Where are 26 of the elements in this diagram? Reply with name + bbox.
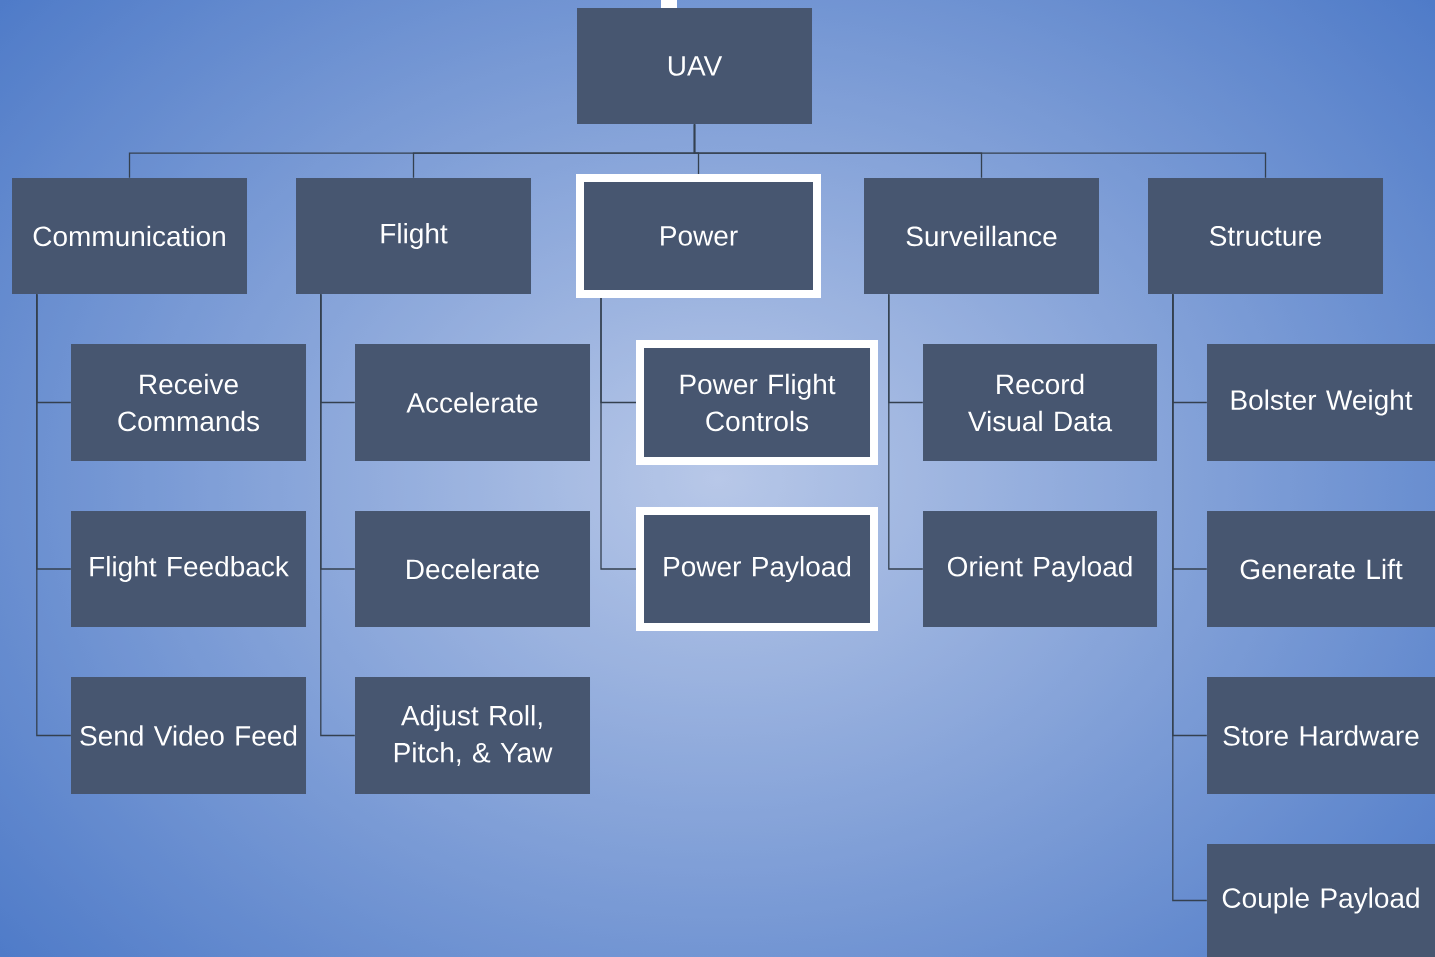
process-box: Structure <box>1148 178 1383 294</box>
connector-line <box>36 293 72 737</box>
process-box: Decelerate <box>355 511 590 627</box>
connector-line <box>600 297 637 570</box>
process-box: Generate Lift <box>1207 511 1435 627</box>
process-box: Accelerate <box>355 344 590 461</box>
process-box: Store Hardware <box>1207 677 1435 794</box>
process-box: Adjust Roll, Pitch, & Yaw <box>355 677 590 794</box>
process-box: Flight <box>296 178 531 294</box>
connector-line <box>1172 293 1208 902</box>
process-box: Power Payload <box>636 507 878 631</box>
process-box: Flight Feedback <box>71 511 306 627</box>
process-box: Power Flight Controls <box>636 340 878 465</box>
process-box: Surveillance <box>864 178 1099 294</box>
process-box: Receive Commands <box>71 344 306 461</box>
process-box: Power <box>576 174 821 298</box>
process-box: Bolster Weight <box>1207 344 1435 461</box>
connector-line <box>888 293 924 570</box>
connector-line <box>320 293 356 737</box>
process-box: Couple Payload <box>1207 844 1435 957</box>
process-box: Send Video Feed <box>71 677 306 794</box>
process-box: Orient Payload <box>923 511 1157 627</box>
process-box: UAV <box>577 8 812 124</box>
process-box: Communication <box>12 178 247 294</box>
connector-line <box>693 123 1267 179</box>
process-box: Record Visual Data <box>923 344 1157 461</box>
